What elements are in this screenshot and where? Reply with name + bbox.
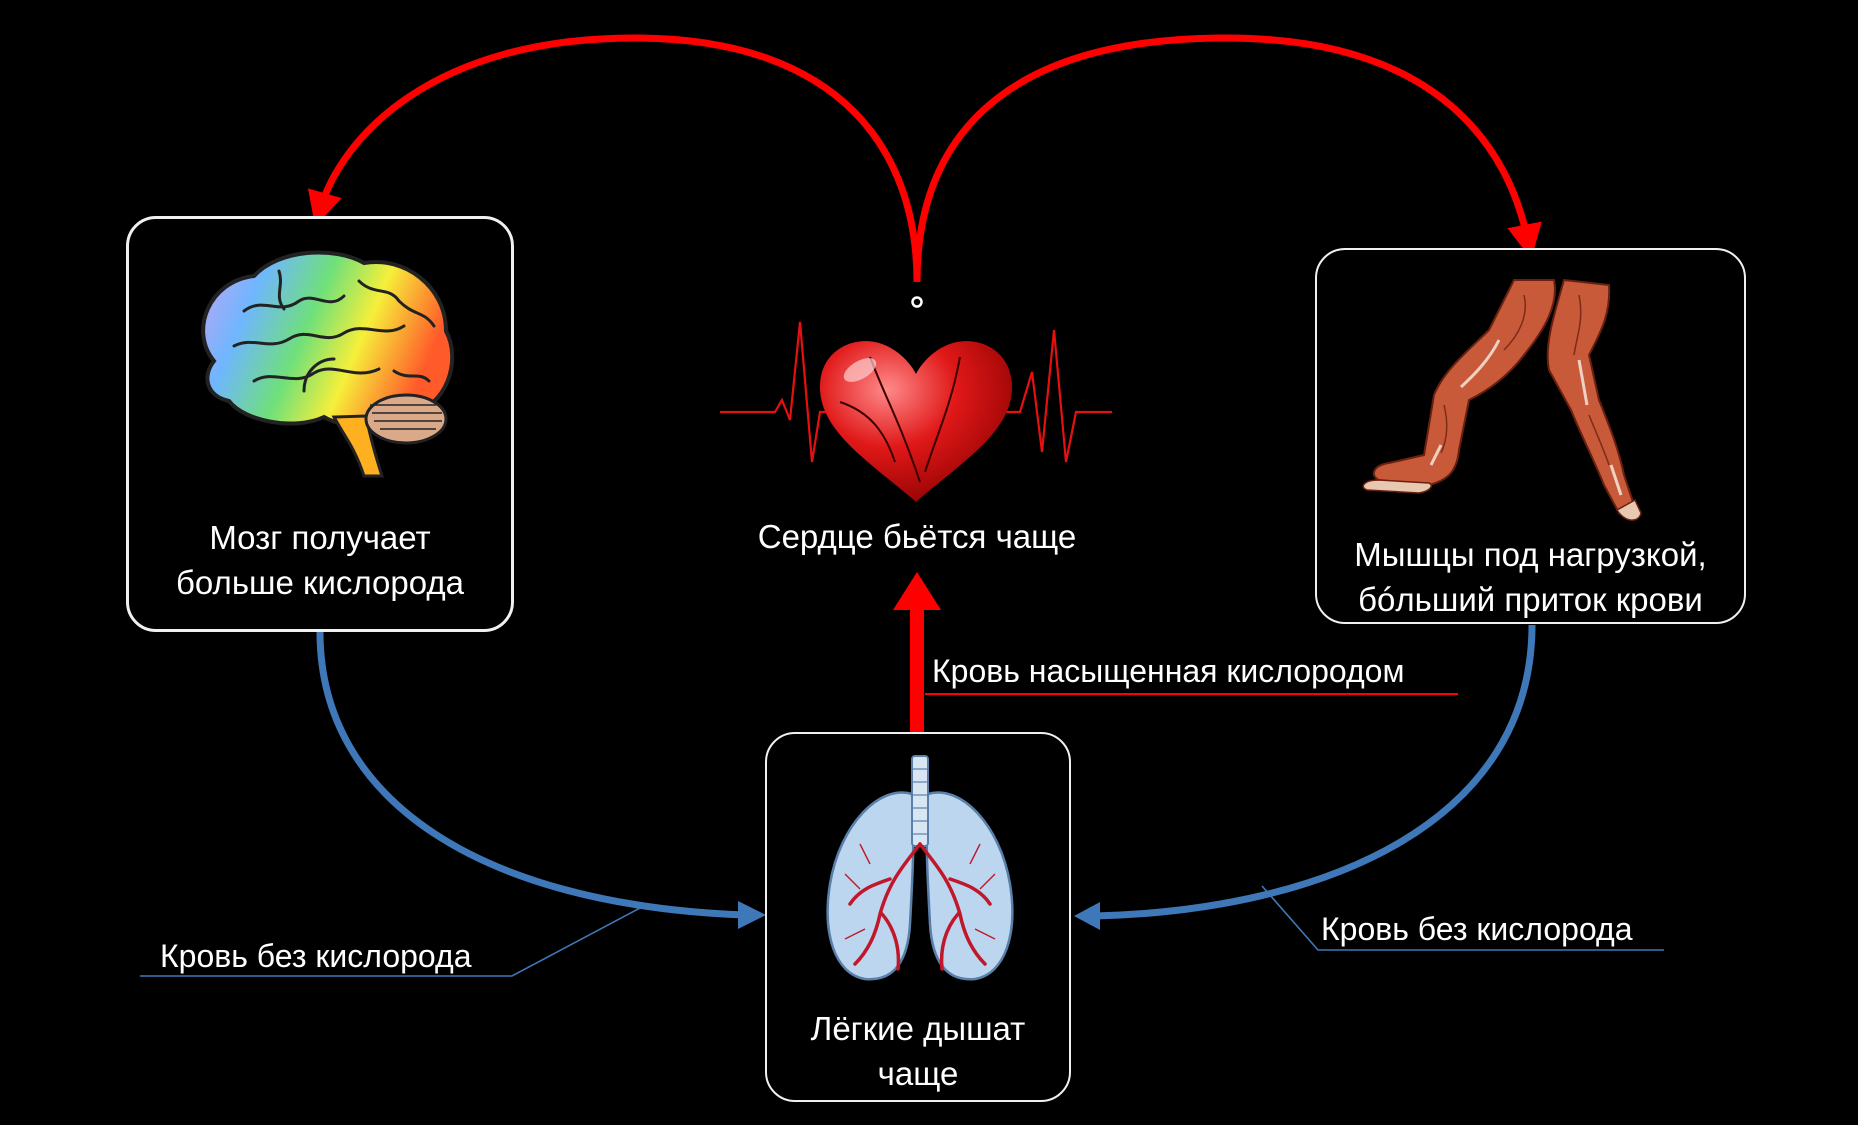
- deoxygenated-left-caption: Кровь без кислорода: [160, 938, 472, 974]
- arrow-heart-to-muscles: [913, 34, 1542, 283]
- arrow-heart-to-brain: [307, 34, 921, 283]
- muscles-label: Мышцы под нагрузкой, бóльший приток кров…: [1354, 536, 1707, 618]
- heart-connector-dot: [911, 296, 923, 308]
- arrow-brain-to-lungs-head: [738, 901, 766, 929]
- muscles-node: Мышцы под нагрузкой, бóльший приток кров…: [1315, 248, 1746, 624]
- arrow-brain-to-lungs: [316, 631, 746, 919]
- leader-right-caption: [1261, 885, 1664, 951]
- heart-ecg-icon: [720, 321, 1112, 502]
- lungs-label: Лёгкие дышат чаще: [810, 1010, 1026, 1092]
- lungs-node: Лёгкие дышат чаще: [765, 732, 1071, 1102]
- arrow-muscles-to-lungs: [1094, 624, 1536, 920]
- deoxygenated-right-caption: Кровь без кислорода: [1321, 911, 1633, 947]
- oxygenated-caption: Кровь насыщенная кислородом: [932, 653, 1405, 689]
- leader-left-caption: [140, 907, 641, 977]
- brain-icon: [201, 250, 455, 478]
- heart-label: Сердце бьётся чаще: [757, 518, 1077, 555]
- lungs-icon: [826, 755, 1014, 981]
- brain-label: Мозг получает больше кислорода: [176, 519, 464, 601]
- leg-muscles-icon: [1362, 278, 1642, 521]
- brain-node: Мозг получает больше кислорода: [126, 216, 514, 632]
- arrow-lungs-to-heart-head: [893, 572, 941, 610]
- arrow-muscles-to-lungs-head: [1074, 902, 1100, 930]
